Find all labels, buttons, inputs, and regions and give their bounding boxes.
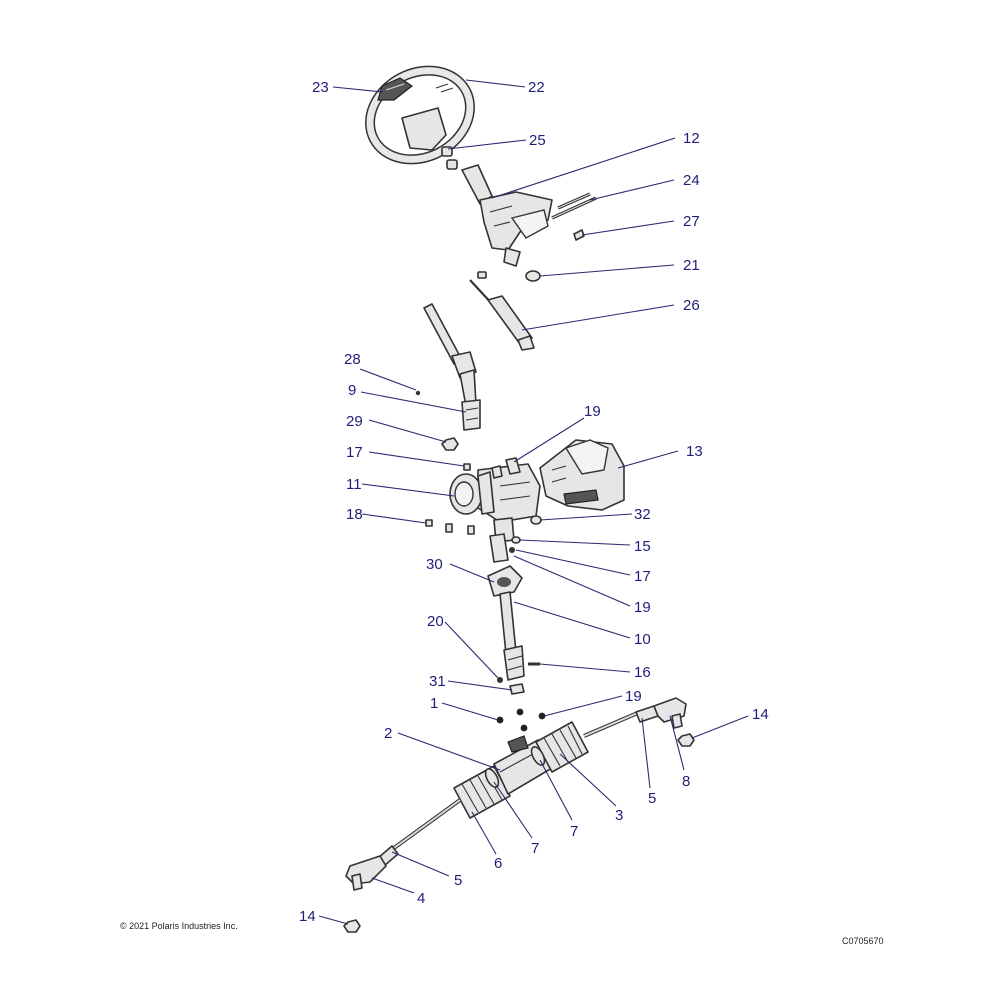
callout-19-top: 19: [584, 403, 601, 420]
callout-14-left: 14: [299, 908, 316, 925]
boot-seal: [487, 565, 523, 597]
callout-17-mid: 17: [634, 568, 651, 585]
copyright-notice: © 2021 Polaris Industries Inc.: [120, 921, 238, 931]
callout-7-left: 7: [531, 840, 539, 857]
callout-16: 16: [634, 664, 651, 681]
callout-9: 9: [348, 382, 356, 399]
callout-21: 21: [683, 257, 700, 274]
eps-control-module: [539, 439, 625, 511]
callout-17-top: 17: [346, 444, 363, 461]
callout-22: 22: [528, 79, 545, 96]
pins: [551, 192, 597, 220]
callout-28: 28: [344, 351, 361, 368]
steering-wheel-cap: [377, 77, 414, 101]
drawing-code: C0705670: [842, 936, 884, 946]
gas-strut: [469, 271, 535, 351]
tilt-bracket: [461, 164, 553, 267]
wheel-spacer: [441, 146, 458, 170]
leader-lines: [318, 79, 749, 925]
callout-8: 8: [682, 773, 690, 790]
callout-25: 25: [529, 132, 546, 149]
callout-1: 1: [430, 695, 438, 712]
callout-labels: 23 22 25 12 24 27 21 26 28 9 29 19 13 17…: [299, 79, 769, 925]
callout-14-right: 14: [752, 706, 769, 723]
callout-13: 13: [686, 443, 703, 460]
callout-7-right: 7: [570, 823, 578, 840]
callout-20: 20: [427, 613, 444, 630]
clip: [573, 229, 585, 241]
callout-29: 29: [346, 413, 363, 430]
callout-31: 31: [429, 673, 446, 690]
intermediate-shaft: [489, 533, 525, 681]
callout-5-left: 5: [454, 872, 462, 889]
callout-26: 26: [683, 297, 700, 314]
callout-18: 18: [346, 506, 363, 523]
callout-4: 4: [417, 890, 425, 907]
steering-wheel: [365, 65, 475, 165]
callout-19-mid: 19: [634, 599, 651, 616]
callout-19-low: 19: [625, 688, 642, 705]
nut-upper: [441, 437, 459, 451]
callout-12: 12: [683, 130, 700, 147]
callout-2: 2: [384, 725, 392, 742]
callout-23: 23: [312, 79, 329, 96]
callout-11: 11: [346, 476, 362, 493]
upper-steering-shaft: [423, 303, 481, 431]
rack-and-pinion: [453, 721, 589, 819]
roll-pin: [415, 390, 421, 396]
callout-6: 6: [494, 855, 502, 872]
fasteners-rack: [496, 708, 546, 732]
bushing: [525, 270, 541, 282]
callout-27: 27: [683, 213, 700, 230]
fasteners-shaft: [497, 662, 540, 695]
callout-15: 15: [634, 538, 651, 555]
tie-rod-nuts: [343, 733, 695, 933]
tie-rod-right: [583, 697, 687, 738]
callout-3: 3: [615, 807, 623, 824]
callout-32: 32: [634, 506, 651, 523]
callout-30: 30: [426, 556, 443, 573]
callout-5-right: 5: [648, 790, 656, 807]
tie-rod-left: [345, 798, 462, 891]
callout-10: 10: [634, 631, 651, 648]
callout-24: 24: [683, 172, 700, 189]
